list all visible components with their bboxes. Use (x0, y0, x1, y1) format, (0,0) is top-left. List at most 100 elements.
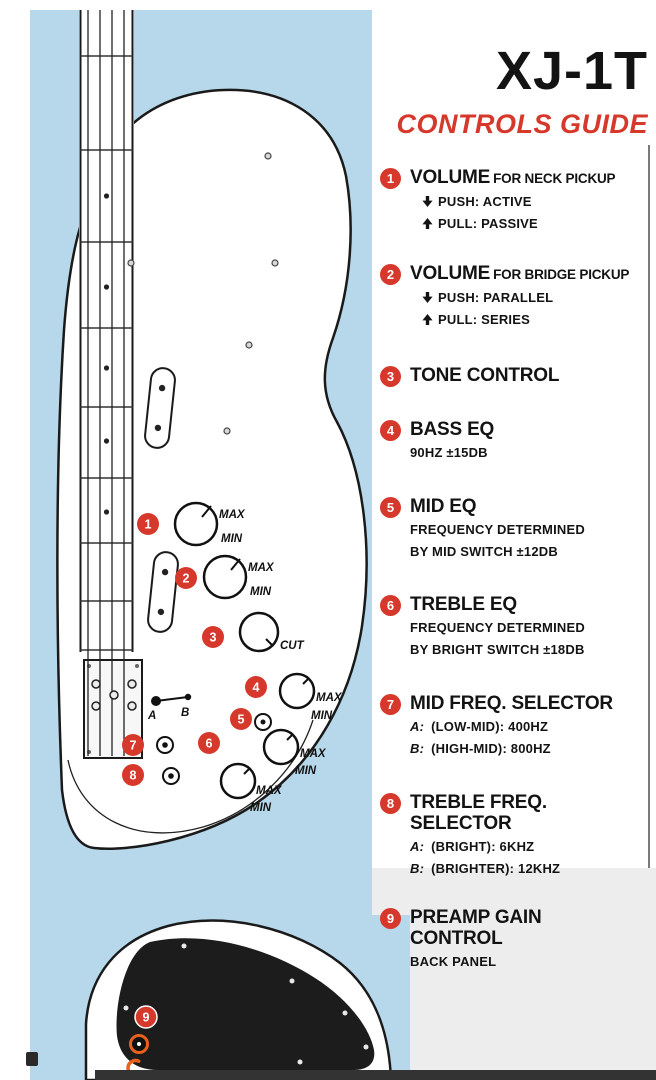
control-instruction: PUSH: PARALLEL (422, 288, 652, 307)
svg-text:MIN: MIN (295, 765, 317, 777)
scan-artifact (26, 1052, 38, 1066)
neck-pickup (144, 367, 176, 449)
control-detail: FREQUENCY DETERMINED (410, 522, 585, 537)
legend-badge: 7 (380, 694, 401, 715)
svg-text:1: 1 (145, 518, 152, 532)
control-heading: MID EQ (410, 496, 477, 517)
legend-item-7: 7 MID FREQ. SELECTOR A:(LOW-MID): 400HZ … (380, 693, 652, 758)
guitar-neck (79, 10, 134, 652)
control-instruction: PUSH: ACTIVE (422, 192, 652, 211)
svg-text:CUT: CUT (280, 640, 305, 652)
mid-eq-knob: MAX MIN (262, 728, 327, 777)
svg-text:7: 7 (130, 739, 137, 753)
control-detail: BACK PANEL (410, 954, 497, 969)
scan-background (372, 868, 656, 1070)
volume-bridge-knob: MAX MIN (202, 554, 275, 600)
control-detail: BY MID SWITCH ±12DB (410, 544, 558, 559)
legend-badge: 9 (380, 908, 401, 929)
switch-a-label: A (147, 710, 156, 722)
legend-badge: 2 (380, 264, 401, 285)
bottom-edge-strip (95, 1070, 656, 1080)
bass-eq-knob: MAX MIN (278, 672, 343, 722)
legend-item-8: 8 TREBLE FREQ. SELECTOR A:(BRIGHT): 6KHZ… (380, 792, 652, 878)
body-inner-line (67, 719, 314, 834)
badge-7: 7 (122, 734, 144, 756)
svg-text:MAX: MAX (219, 509, 246, 521)
control-detail: BY BRIGHT SWITCH ±18DB (410, 642, 585, 657)
badge-9: 9 (134, 1005, 158, 1029)
volume-neck-knob: MAX MIN (173, 501, 246, 547)
pull-up-arrow-icon (422, 218, 433, 229)
bridge-saddles (91, 679, 137, 711)
control-instruction: PULL: SERIES (422, 310, 652, 329)
legend-badge: 1 (380, 168, 401, 189)
badge-4: 4 (245, 676, 267, 698)
svg-text:3: 3 (210, 631, 217, 645)
control-detail: FREQUENCY DETERMINED (410, 620, 585, 635)
body-screws (127, 152, 279, 435)
legend-badge: 3 (380, 366, 401, 387)
treble-eq-knob: MAX MIN (219, 762, 283, 814)
legend-item-3: 3 TONE CONTROL (380, 365, 652, 387)
svg-text:MAX: MAX (316, 692, 343, 704)
control-heading: TREBLE EQ (410, 594, 517, 615)
svg-text:5: 5 (238, 713, 245, 727)
svg-text:2: 2 (183, 572, 190, 586)
badge-1: 1 (137, 513, 159, 535)
badge-8: 8 (122, 764, 144, 786)
svg-text:MAX: MAX (256, 785, 283, 797)
svg-text:9: 9 (143, 1011, 150, 1025)
legend-badge: 6 (380, 595, 401, 616)
control-detail: B:(BRIGHTER): 12KHZ (410, 861, 561, 876)
svg-text:MIN: MIN (250, 586, 272, 598)
svg-text:MIN: MIN (311, 710, 333, 722)
tone-knob: CUT (238, 611, 305, 653)
preamp-gain-knob (126, 1034, 149, 1078)
control-detail: B:(HIGH-MID): 800HZ (410, 741, 551, 756)
guitar-diagram: A B MAX MIN MAX MIN (56, 10, 393, 1080)
svg-text:MAX: MAX (248, 562, 275, 574)
badge-5: 5 (230, 708, 252, 730)
fret-markers (103, 193, 110, 515)
pull-up-arrow-icon (422, 314, 433, 325)
control-heading: TREBLE FREQ. SELECTOR (410, 792, 547, 834)
page-subtitle: CONTROLS GUIDE (396, 109, 648, 139)
control-instruction: PULL: PASSIVE (422, 214, 652, 233)
control-heading: MID FREQ. SELECTOR (410, 693, 613, 714)
control-detail: A:(LOW-MID): 400HZ (410, 719, 549, 734)
legend-badge: 8 (380, 793, 401, 814)
strings (87, 10, 125, 756)
diagram-badges: 1 2 3 4 5 6 7 8 9 (122, 513, 267, 1029)
badge-6: 6 (198, 732, 220, 754)
svg-text:MIN: MIN (221, 533, 243, 545)
page-edge-line (648, 145, 650, 868)
mini-knob (254, 713, 272, 731)
legend-badge: 4 (380, 420, 401, 441)
control-detail: 90HZ ±15DB (410, 445, 488, 460)
pickguard-screws (123, 943, 369, 1065)
treble-freq-switch (162, 767, 180, 785)
series-parallel-switch: A B (147, 693, 192, 722)
control-heading: BASS EQ (410, 419, 495, 440)
control-detail: A:(BRIGHT): 6KHZ (410, 839, 535, 854)
control-heading: TONE CONTROL (410, 365, 560, 386)
push-down-arrow-icon (422, 292, 433, 303)
badge-2: 2 (175, 567, 197, 589)
svg-text:MIN: MIN (250, 802, 272, 814)
svg-text:6: 6 (206, 737, 213, 751)
page-title: XJ-1T (495, 41, 648, 101)
mid-freq-switch (156, 736, 174, 754)
svg-text:4: 4 (253, 681, 260, 695)
bridge-pickup (147, 551, 179, 633)
badge-3: 3 (202, 626, 224, 648)
control-heading: PREAMP GAIN CONTROL (410, 907, 542, 949)
legend-item-6: 6 TREBLE EQ FREQUENCY DETERMINED BY BRIG… (380, 594, 652, 659)
svg-text:MAX: MAX (300, 748, 327, 760)
back-pickguard (116, 938, 375, 1070)
legend-item-4: 4 BASS EQ 90HZ ±15DB (380, 419, 652, 462)
